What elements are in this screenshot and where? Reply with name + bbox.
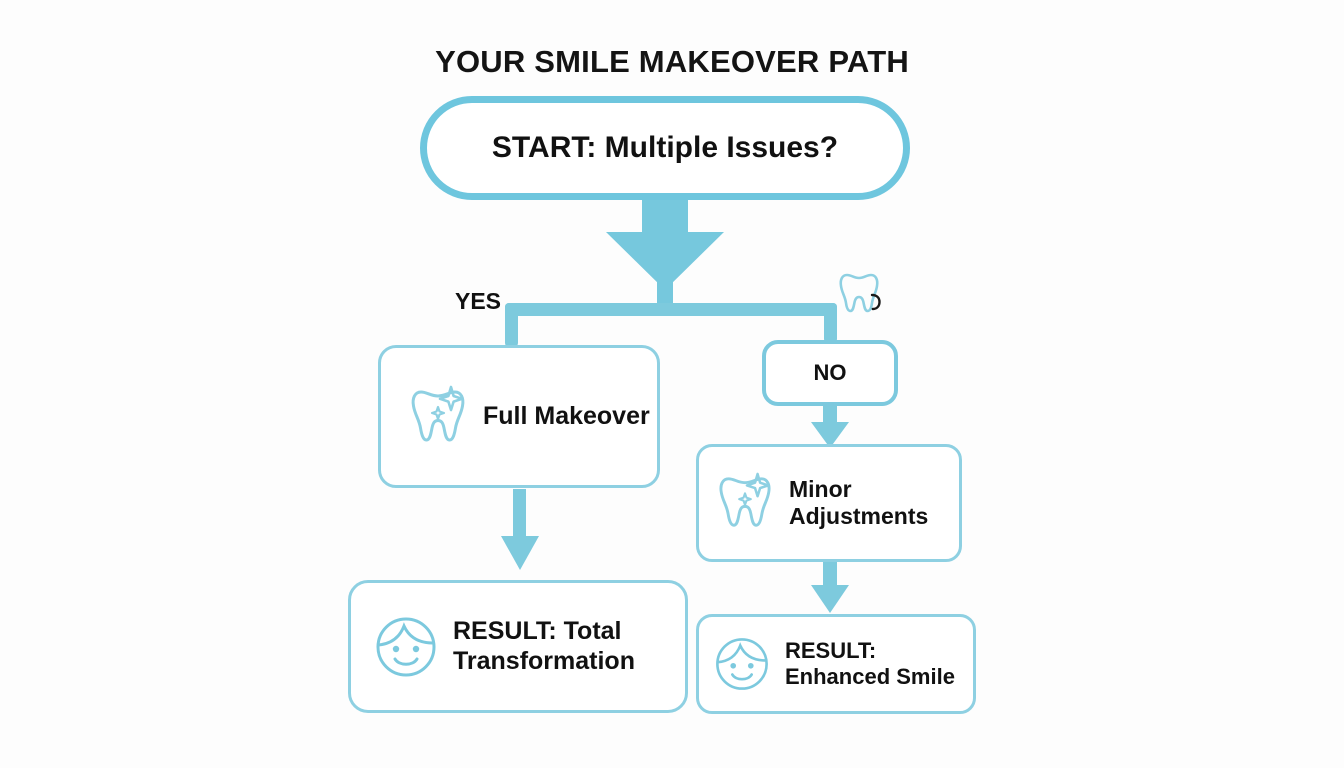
node-result-enhanced[interactable]: RESULT: Enhanced Smile [696,614,976,714]
node-result-total[interactable]: RESULT: Total Transformation [348,580,688,713]
node-no-label: NO [813,360,847,386]
tooth-sparkle-icon [719,472,771,527]
node-start-label: START: Multiple Issues? [491,131,839,165]
edge-minor-to-result [811,562,849,613]
node-full-makeover-label: Full Makeover [483,401,650,430]
branch-label-yes: YES [455,288,502,314]
node-full-makeover[interactable]: Full Makeover [378,345,660,488]
edge-makeover-to-result [501,489,539,570]
smiling-face-icon [376,617,436,676]
node-result-enhanced-label: RESULT: Enhanced Smile [785,638,955,689]
edge-no-to-minor [811,406,849,448]
node-result-total-label: RESULT: Total Transformation [453,617,635,675]
smiling-face-icon [716,638,768,690]
tooth-sparkle-icon [411,385,465,441]
node-no[interactable]: NO [762,340,898,406]
edge-start-to-branch [606,198,724,304]
node-minor-adjustments[interactable]: Minor Adjustments [696,444,962,562]
page-title: YOUR SMILE MAKEOVER PATH [435,44,909,79]
tooth-icon [839,273,881,313]
node-minor-adjustments-label: Minor Adjustments [789,475,929,529]
node-start[interactable]: START: Multiple Issues? [420,96,910,200]
